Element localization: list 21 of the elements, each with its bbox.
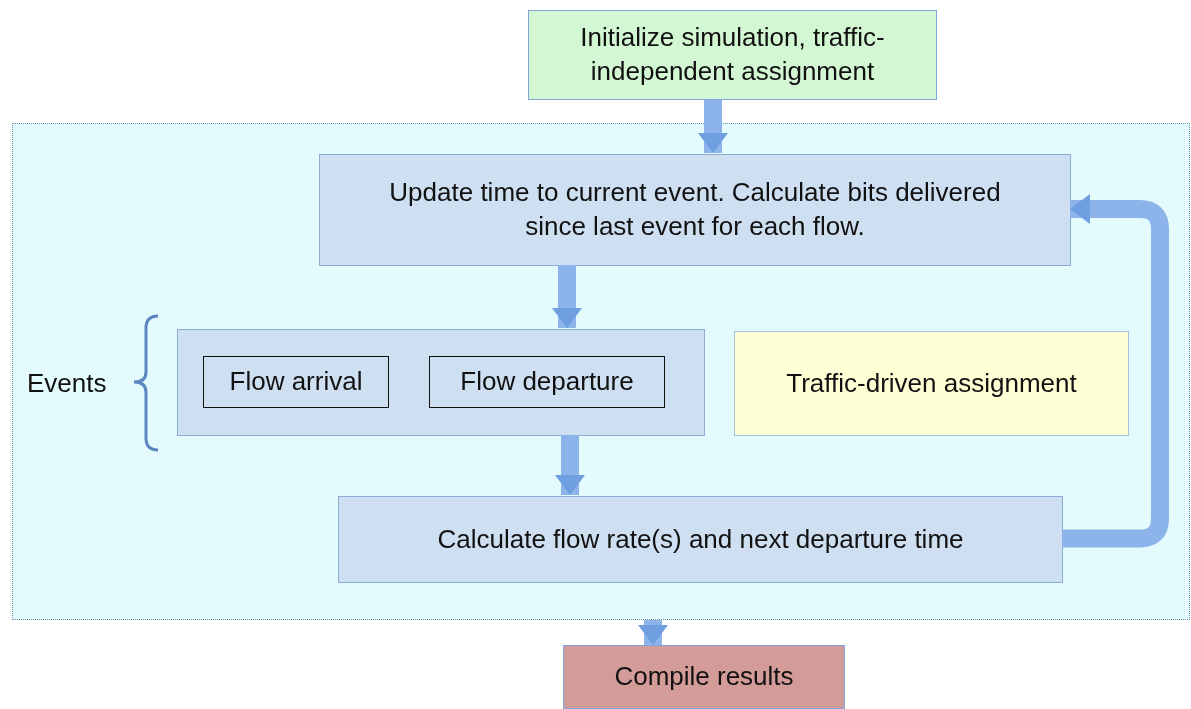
process-box [734, 331, 1129, 436]
group-box [12, 123, 1190, 620]
box-label: Flow arrival [228, 365, 364, 399]
process-box [528, 10, 937, 100]
box-label: Update time to current event. Calculate bits delivered since last event for each flow. [388, 176, 1002, 243]
box-label: Flow departure [459, 365, 635, 399]
process-box [319, 154, 1071, 266]
block-arrow [1062, 194, 1169, 548]
process-box [563, 645, 845, 709]
process-box [338, 496, 1063, 583]
box-label: Traffic-driven assignment [785, 366, 1078, 400]
block-arrow [638, 620, 668, 645]
box-label: Initialize simulation, traffic-independent assignment [579, 21, 886, 88]
block-arrow [552, 265, 582, 328]
box-label: Calculate flow rate(s) and next departure time [436, 522, 965, 556]
block-arrow [698, 100, 728, 153]
box-label: Compile results [613, 660, 795, 694]
process-box [429, 356, 665, 408]
process-box [203, 356, 389, 408]
group-label: Events [27, 368, 107, 399]
block-arrow [555, 435, 585, 495]
